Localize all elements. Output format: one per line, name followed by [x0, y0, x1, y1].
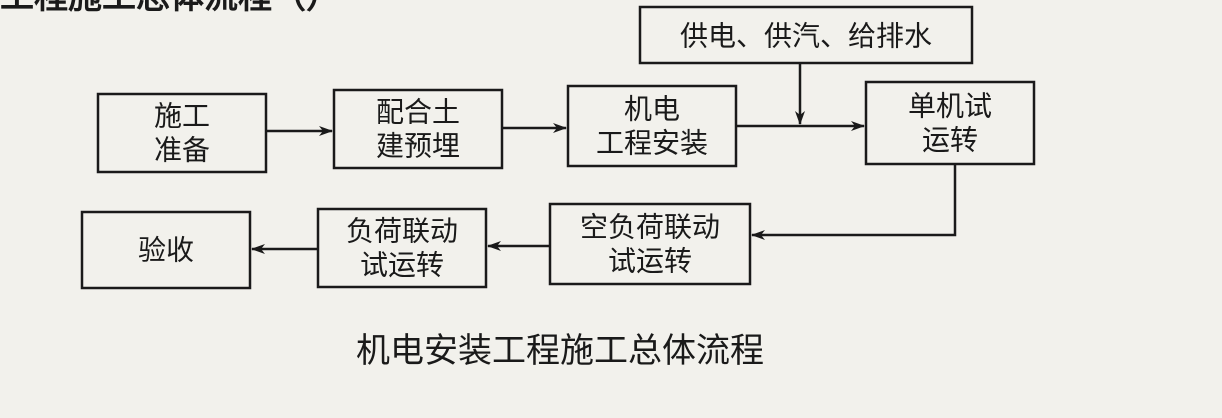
box-single-test — [864, 80, 1036, 166]
box-supply-label: 供电、供汽、给排水 — [680, 20, 932, 53]
box-embedding-label-2: 建预埋 — [376, 130, 460, 163]
box-noload-test — [548, 202, 752, 286]
box-installation-label-1: 机电 — [624, 93, 680, 126]
box-installation-label-2: 工程安装 — [596, 127, 708, 160]
box-supply — [638, 5, 974, 65]
box-load-test-label-1: 负荷联动 — [346, 215, 458, 248]
box-acceptance-label: 验收 — [138, 234, 194, 267]
diagram-caption: 机电安装工程施工总体流程 — [356, 331, 764, 371]
box-construction-prep-label-2: 准备 — [154, 134, 210, 167]
arrow-single-test-to-noload-test — [751, 164, 957, 240]
box-noload-test-label-2: 试运转 — [608, 245, 692, 278]
box-acceptance — [80, 210, 252, 290]
box-single-test-label-1: 单机试 — [908, 90, 992, 123]
header-partial-text: 工程施工总体流程（） — [0, 0, 340, 17]
box-embedding-label-1: 配合土 — [376, 96, 460, 129]
box-construction-prep — [96, 92, 268, 174]
box-construction-prep-label-1: 施工 — [154, 100, 210, 133]
box-single-test-label-2: 运转 — [922, 124, 978, 157]
box-load-test-label-2: 试运转 — [360, 249, 444, 282]
box-noload-test-label-1: 空负荷联动 — [580, 211, 720, 244]
